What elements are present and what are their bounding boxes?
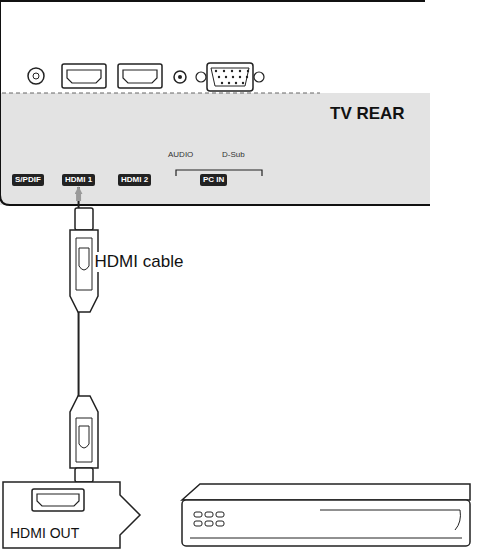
hdmi1-port-inner <box>67 70 101 83</box>
port-name: AUDIO <box>168 150 193 159</box>
port-label: S/PDIF <box>12 174 44 186</box>
panel-title: TV REAR <box>330 104 405 124</box>
audio-jack-core <box>178 75 182 79</box>
dsub-port <box>207 63 253 91</box>
tv-rear-panel: TV REAR S/PDIF HDMI 1 HDMI 2 PC IN <box>0 0 430 206</box>
panel-divider <box>2 93 320 94</box>
hdmi-out-callout: HDMI OUT <box>2 481 142 549</box>
dsub-port-inner <box>211 68 249 86</box>
device-slot <box>320 510 460 530</box>
dsub-screw <box>196 72 206 82</box>
port-name: D-Sub <box>222 150 245 159</box>
hdmi-plug-bottom <box>70 396 98 482</box>
dsub-screw <box>254 72 264 82</box>
port-group-label: PC IN <box>200 174 227 186</box>
dsub-pins <box>215 70 249 84</box>
callout-text: HDMI OUT <box>10 525 79 541</box>
port-label-text: PC IN <box>203 175 224 185</box>
spdif-jack-core <box>33 73 39 79</box>
device-front <box>182 500 470 546</box>
hdmi1-port <box>62 64 106 88</box>
port-label: HDMI 2 <box>118 174 151 186</box>
insert-arrow <box>76 192 81 201</box>
port-label-text: HDMI 1 <box>65 175 92 185</box>
cable-label: HDMI cable <box>93 252 186 272</box>
panel-outline <box>0 1 430 205</box>
hdmi2-port <box>118 64 162 88</box>
spdif-jack <box>28 68 44 84</box>
port-label-text: S/PDIF <box>15 175 41 185</box>
hdmi2-port-inner <box>123 70 157 83</box>
panel-shade <box>0 93 430 205</box>
device-buttons <box>194 512 224 526</box>
device-base-line <box>190 538 462 539</box>
port-label-text: HDMI 2 <box>121 175 148 185</box>
port-label: HDMI 1 <box>62 174 95 186</box>
device-top <box>182 484 470 500</box>
audio-jack <box>174 71 186 83</box>
